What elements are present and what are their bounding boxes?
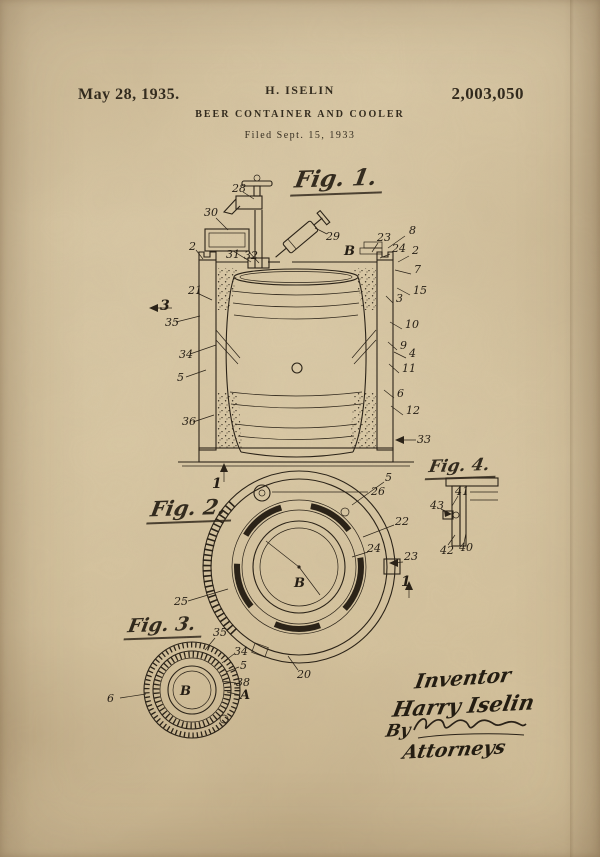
figure-4-drawing: 41 43 42 40 (429, 477, 499, 557)
ref-numeral: 34 (179, 348, 193, 361)
ref-numeral: 24 (366, 542, 381, 555)
fig2-reference-numerals: 26 5 22 24 23 1 25 20 B (173, 471, 418, 681)
ref-numeral: 23 (403, 550, 418, 563)
ref-numeral: 32 (244, 249, 258, 262)
ref-numeral: 23 (376, 231, 391, 244)
ref-numeral: 33 (417, 433, 431, 446)
fig1-leader-lines (149, 191, 416, 482)
ref-numeral: 3 (396, 292, 403, 305)
fig1-reference-numerals: 28 30 2 31 32 21 3 35 34 5 36 1 29 B 23 … (160, 182, 431, 492)
ref-numeral: 1 (401, 574, 411, 590)
attorney-signature-squiggle (413, 718, 527, 739)
bung-hole (291, 362, 303, 374)
rim-hatch (202, 498, 238, 636)
container-walls (198, 241, 394, 463)
syringe (275, 209, 331, 258)
ref-numeral: 2 (411, 244, 419, 257)
fig4-leader-lines (440, 495, 467, 546)
tap-hole (253, 484, 271, 502)
ref-numeral: 35 (165, 316, 179, 329)
ref-numeral: 28 (231, 182, 246, 195)
ref-numeral: 26 (370, 485, 385, 498)
ref-numeral: 5 (177, 371, 184, 384)
ref-numeral: B (179, 684, 191, 699)
barrel-braces (215, 329, 377, 365)
fig3-reference-numerals: 35 34 5 38 A 6 B (107, 626, 250, 705)
fig4-reference-numerals: 41 43 42 40 (429, 485, 473, 557)
ref-numeral: 6 (107, 692, 114, 705)
ref-numeral: 10 (405, 318, 419, 331)
ref-numeral: 43 (429, 499, 444, 512)
hatch-ring (153, 651, 231, 729)
fig2-leader-lines (187, 481, 413, 671)
ref-numeral: 22 (394, 515, 409, 528)
ref-numeral: 8 (409, 224, 416, 237)
ref-numeral: 35 (213, 626, 227, 639)
ref-numeral: 11 (402, 362, 416, 375)
figure-1-drawing: 28 30 2 31 32 21 3 35 34 5 36 1 29 B 23 … (149, 174, 431, 492)
knurled-rim (144, 642, 240, 738)
latch (383, 558, 401, 575)
ref-numeral: 2 (188, 240, 196, 253)
figure-2-drawing: 26 5 22 24 23 1 25 20 B (173, 470, 418, 681)
ref-numeral: 15 (413, 284, 427, 297)
ref-numeral: 20 (296, 668, 311, 681)
ref-numeral: 29 (325, 230, 340, 243)
ref-numeral: 41 (454, 485, 469, 498)
ref-numeral: 6 (397, 387, 404, 400)
ref-numeral: 30 (204, 206, 218, 219)
ref-numeral: 40 (458, 541, 473, 554)
figure-3-drawing: 35 34 5 38 A 6 B (107, 626, 250, 739)
fig3-leader-lines (119, 637, 241, 699)
ref-numeral: 4 (408, 347, 416, 360)
ref-numeral: 25 (173, 595, 188, 608)
ref-numeral: 3 (160, 298, 170, 314)
ref-numeral: 34 (234, 645, 248, 658)
ref-numeral: A (238, 688, 250, 703)
ref-numeral: 5 (240, 659, 247, 672)
ref-numeral: 7 (414, 263, 421, 276)
beer-barrel (225, 268, 367, 458)
ref-numeral: 42 (439, 544, 454, 557)
clamp-ring-slots (234, 502, 364, 632)
ref-numeral: 5 (385, 471, 392, 484)
ref-numeral: 1 (212, 476, 222, 492)
ref-numeral: 21 (187, 284, 202, 297)
by-label: By (384, 720, 413, 742)
ref-numeral: 31 (226, 248, 240, 261)
ref-numeral: 9 (400, 339, 407, 352)
ref-numeral: B (293, 576, 305, 591)
insulation-packing (216, 268, 376, 448)
ref-numeral: 36 (182, 415, 196, 428)
ref-numeral: B (343, 244, 355, 259)
ref-numeral: 12 (406, 404, 420, 417)
ref-numeral: 24 (391, 242, 406, 255)
ref-numeral: 38 (236, 676, 250, 689)
